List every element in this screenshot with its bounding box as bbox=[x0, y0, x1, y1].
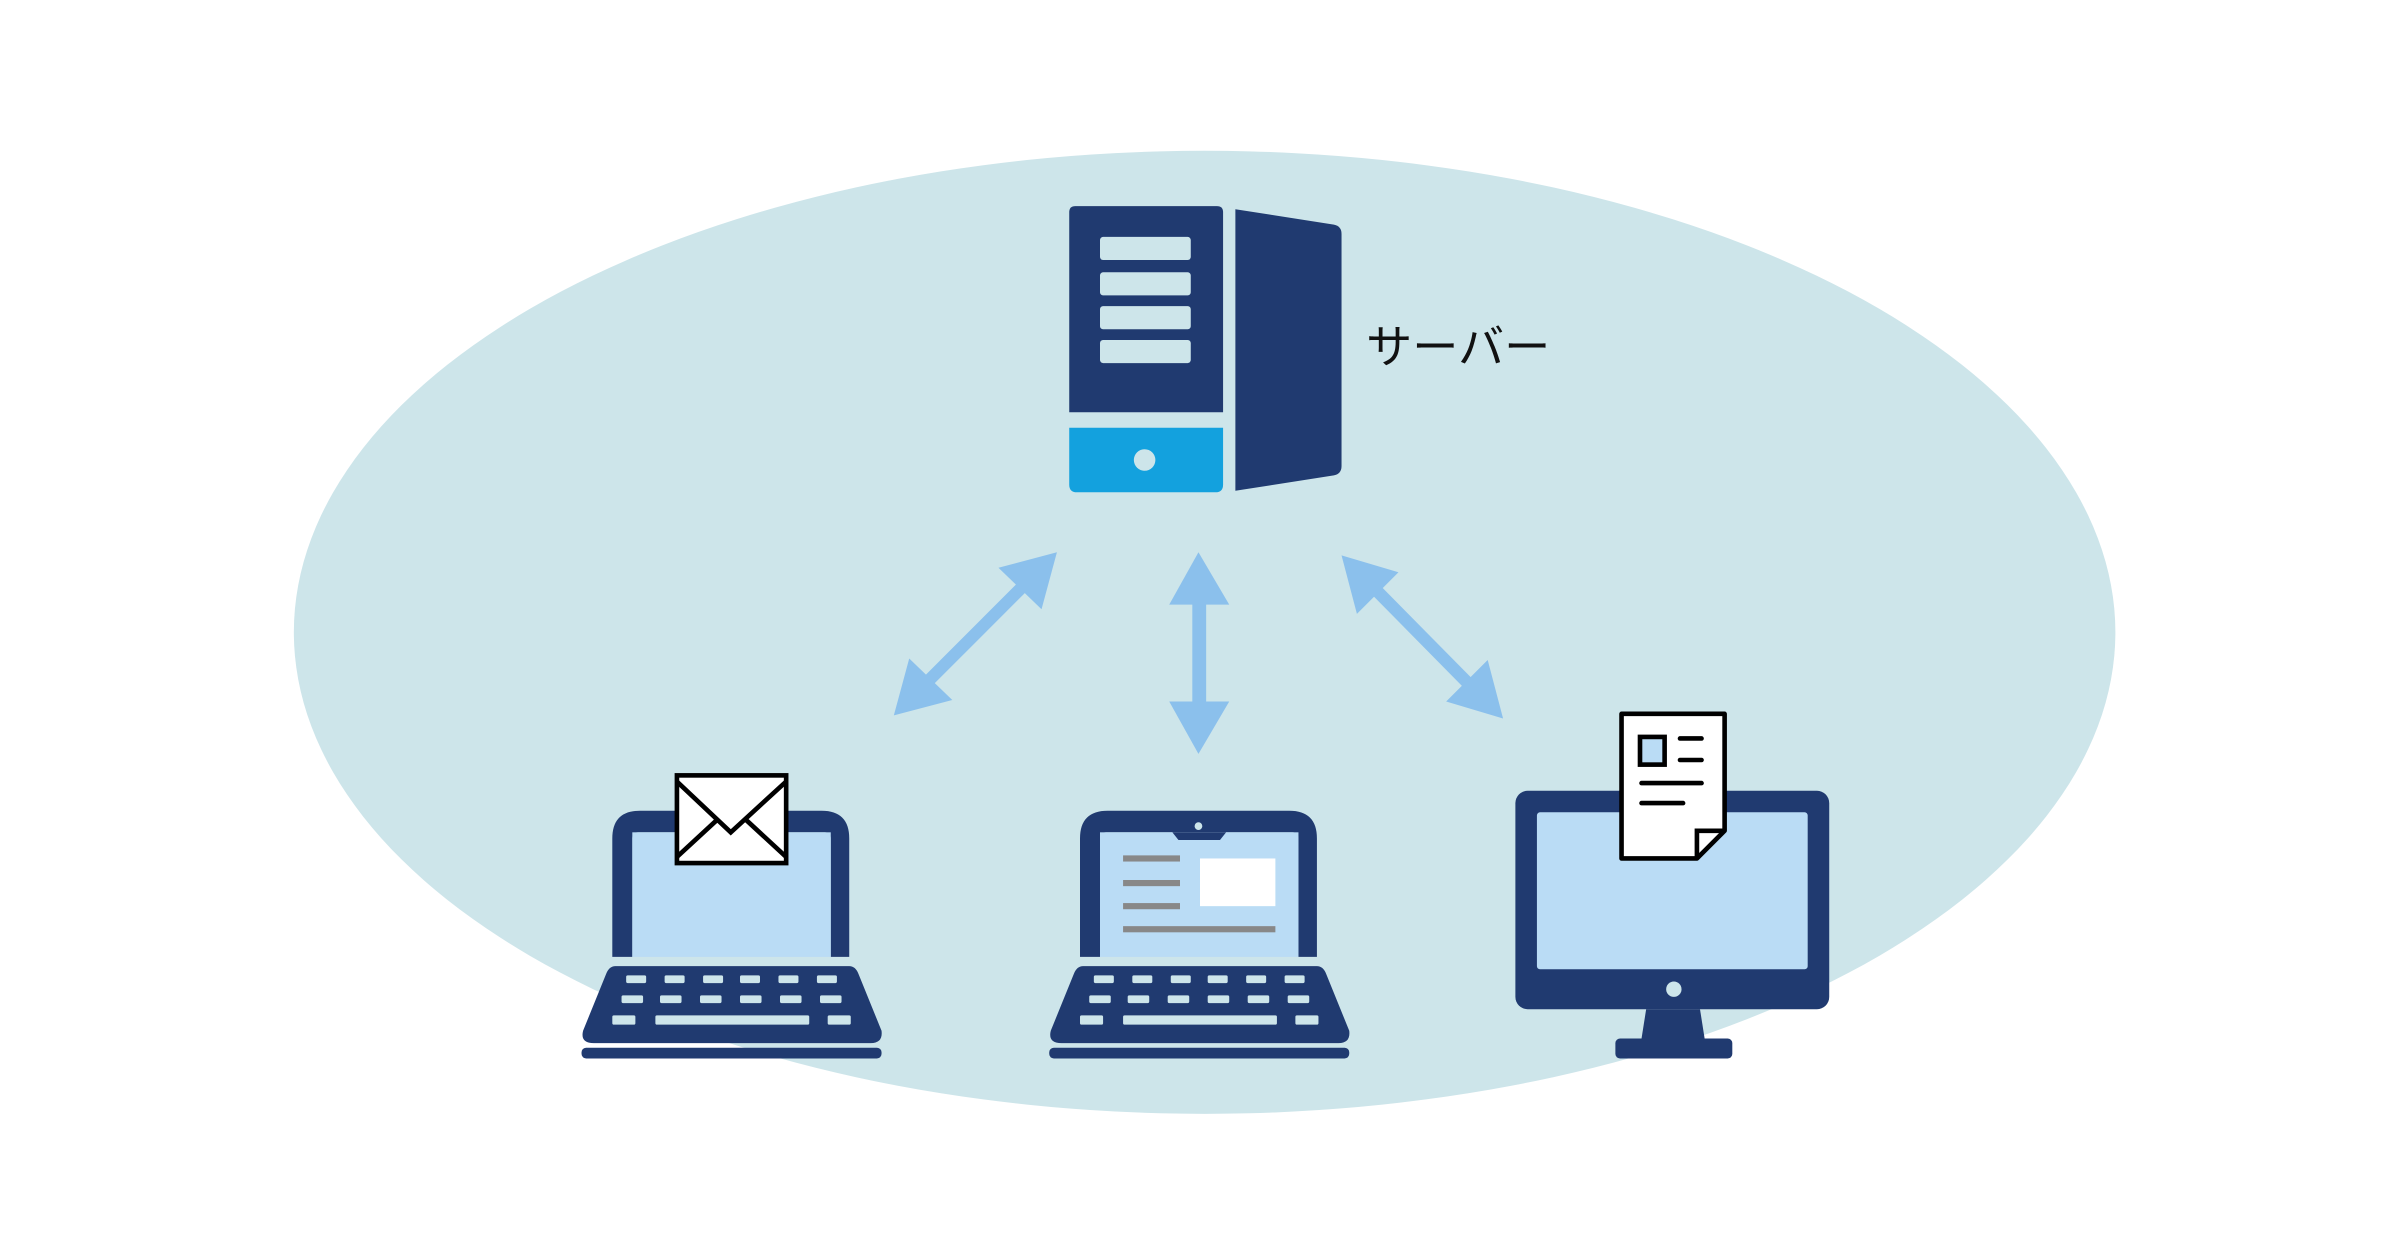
laptop-mail-icon bbox=[581, 773, 882, 1059]
arrow-server-laptop-web bbox=[1169, 552, 1230, 754]
envelope-icon bbox=[674, 773, 789, 866]
server-icon bbox=[1069, 206, 1342, 493]
document-icon bbox=[1619, 711, 1727, 861]
arrow-server-laptop-mail bbox=[893, 552, 1057, 716]
desktop-monitor-icon bbox=[1515, 711, 1830, 1059]
web-page-icon bbox=[1123, 855, 1276, 933]
server-label: サーバー bbox=[1366, 320, 1550, 374]
laptop-web-icon bbox=[1049, 810, 1350, 1059]
arrow-server-desktop bbox=[1341, 555, 1504, 719]
